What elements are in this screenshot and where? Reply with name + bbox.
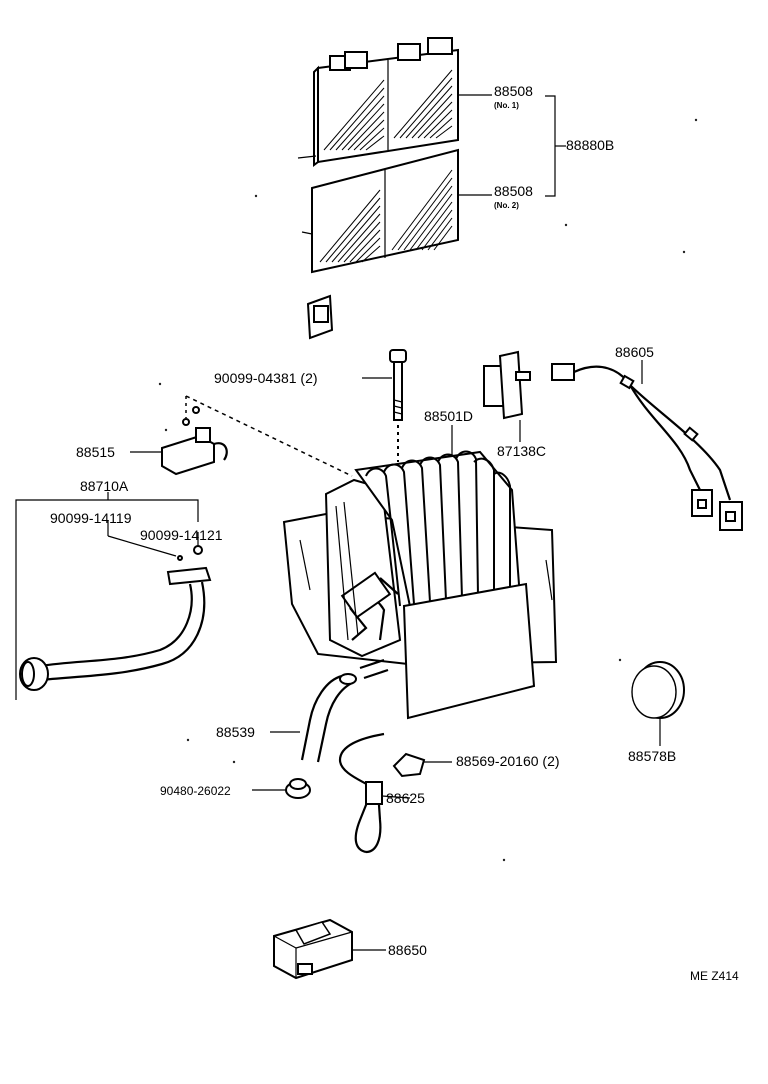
clip — [392, 752, 452, 778]
label-valve: 88515 — [76, 444, 115, 460]
label-bolt: 90099-04381 (2) — [214, 370, 318, 386]
label-filter-set: 88880B — [566, 137, 614, 153]
amplifier — [273, 918, 386, 980]
label-filter-no2: 88508 — [494, 183, 533, 199]
label-thermistor: 88625 — [386, 790, 425, 806]
label-filter-no1: 88508 — [494, 83, 533, 99]
relay — [483, 350, 531, 442]
label-clip: 88569-20160 (2) — [456, 753, 560, 769]
wire-harness — [551, 360, 743, 531]
label-tube-assembly: 88710A — [80, 478, 129, 494]
expansion-valve — [130, 395, 353, 477]
label-oring-a: 90099-14119 — [50, 510, 132, 526]
label-filter-no1-sub: (No. 1) — [494, 101, 519, 110]
label-grommet: 90480-26022 — [160, 784, 231, 798]
thermistor — [338, 732, 411, 854]
air-filter-no2 — [301, 148, 459, 274]
air-filter-no1 — [297, 37, 459, 167]
label-relay: 87138C — [497, 443, 546, 459]
label-oring-b: 90099-14121 — [140, 527, 223, 543]
drain-hose — [270, 658, 389, 763]
label-evaporator: 88501D — [424, 408, 473, 424]
label-filter-no2-sub: (No. 2) — [494, 201, 519, 210]
plug — [631, 661, 685, 746]
label-hose: 88539 — [216, 724, 255, 740]
grommet — [252, 778, 311, 799]
bolt — [362, 349, 407, 462]
tube-assembly — [15, 492, 212, 700]
diagram-code: ME Z414 — [690, 969, 739, 983]
label-amplifier: 88650 — [388, 942, 427, 958]
speckles — [158, 118, 698, 862]
label-plug: 88578B — [628, 748, 676, 764]
filter-bracket — [306, 294, 334, 340]
label-harness: 88605 — [615, 344, 654, 360]
cooling-unit — [282, 450, 558, 720]
